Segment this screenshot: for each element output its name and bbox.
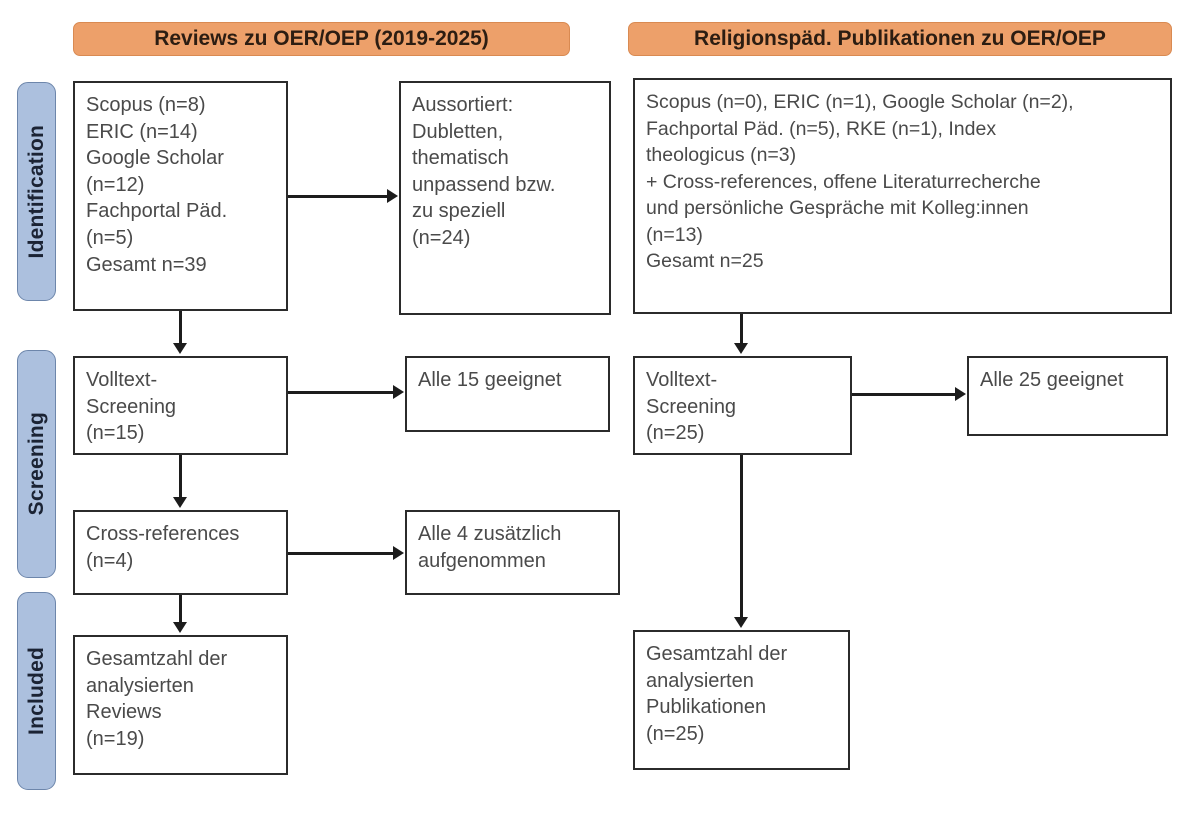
connector-left-identification-to-excluded	[288, 195, 388, 198]
arrowhead-left-crossrefs-to-included	[173, 622, 187, 633]
column-header-reviews: Reviews zu OER/OEP (2019-2025)	[73, 22, 570, 56]
box-left-fulltext-screening: Volltext- Screening (n=15)	[73, 356, 288, 455]
box-left-included-total: Gesamtzahl der analysierten Reviews (n=1…	[73, 635, 288, 775]
connector-right-screening-to-result	[852, 393, 956, 396]
box-right-identification-sources: Scopus (n=0), ERIC (n=1), Google Scholar…	[633, 78, 1172, 314]
box-right-fulltext-screening: Volltext- Screening (n=25)	[633, 356, 852, 455]
stage-pill-included: Included	[17, 592, 56, 790]
box-left-cross-references: Cross-references (n=4)	[73, 510, 288, 595]
box-left-excluded: Aussortiert: Dubletten, thematisch unpas…	[399, 81, 611, 315]
box-left-screening-result: Alle 15 geeignet	[405, 356, 610, 432]
connector-left-screening-to-result	[288, 391, 394, 394]
box-left-cross-references-result: Alle 4 zusätzlich aufgenommen	[405, 510, 620, 595]
connector-right-screening-to-included	[740, 455, 743, 618]
arrowhead-right-screening-to-included	[734, 617, 748, 628]
stage-pill-included-label: Included	[24, 647, 48, 735]
box-left-identification-sources: Scopus (n=8) ERIC (n=14) Google Scholar …	[73, 81, 288, 311]
column-header-religionspaed: Religionspäd. Publikationen zu OER/OEP	[628, 22, 1172, 56]
arrowhead-right-identification-to-screening	[734, 343, 748, 354]
box-right-screening-result: Alle 25 geeignet	[967, 356, 1168, 436]
arrowhead-left-identification-to-excluded	[387, 189, 398, 203]
connector-left-identification-to-screening	[179, 311, 182, 344]
stage-pill-identification-label: Identification	[24, 124, 48, 259]
connector-left-crossrefs-to-included	[179, 595, 182, 623]
stage-pill-identification: Identification	[17, 82, 56, 301]
arrowhead-left-screening-to-result	[393, 385, 404, 399]
connector-right-identification-to-screening	[740, 314, 743, 344]
box-right-included-total: Gesamtzahl der analysierten Publikatione…	[633, 630, 850, 770]
stage-pill-screening: Screening	[17, 350, 56, 578]
arrowhead-left-crossrefs-to-result	[393, 546, 404, 560]
connector-left-crossrefs-to-result	[288, 552, 394, 555]
arrowhead-right-screening-to-result	[955, 387, 966, 401]
stage-pill-screening-label: Screening	[24, 412, 48, 516]
arrowhead-left-identification-to-screening	[173, 343, 187, 354]
arrowhead-left-screening-to-crossrefs	[173, 497, 187, 508]
connector-left-screening-to-crossrefs	[179, 455, 182, 498]
